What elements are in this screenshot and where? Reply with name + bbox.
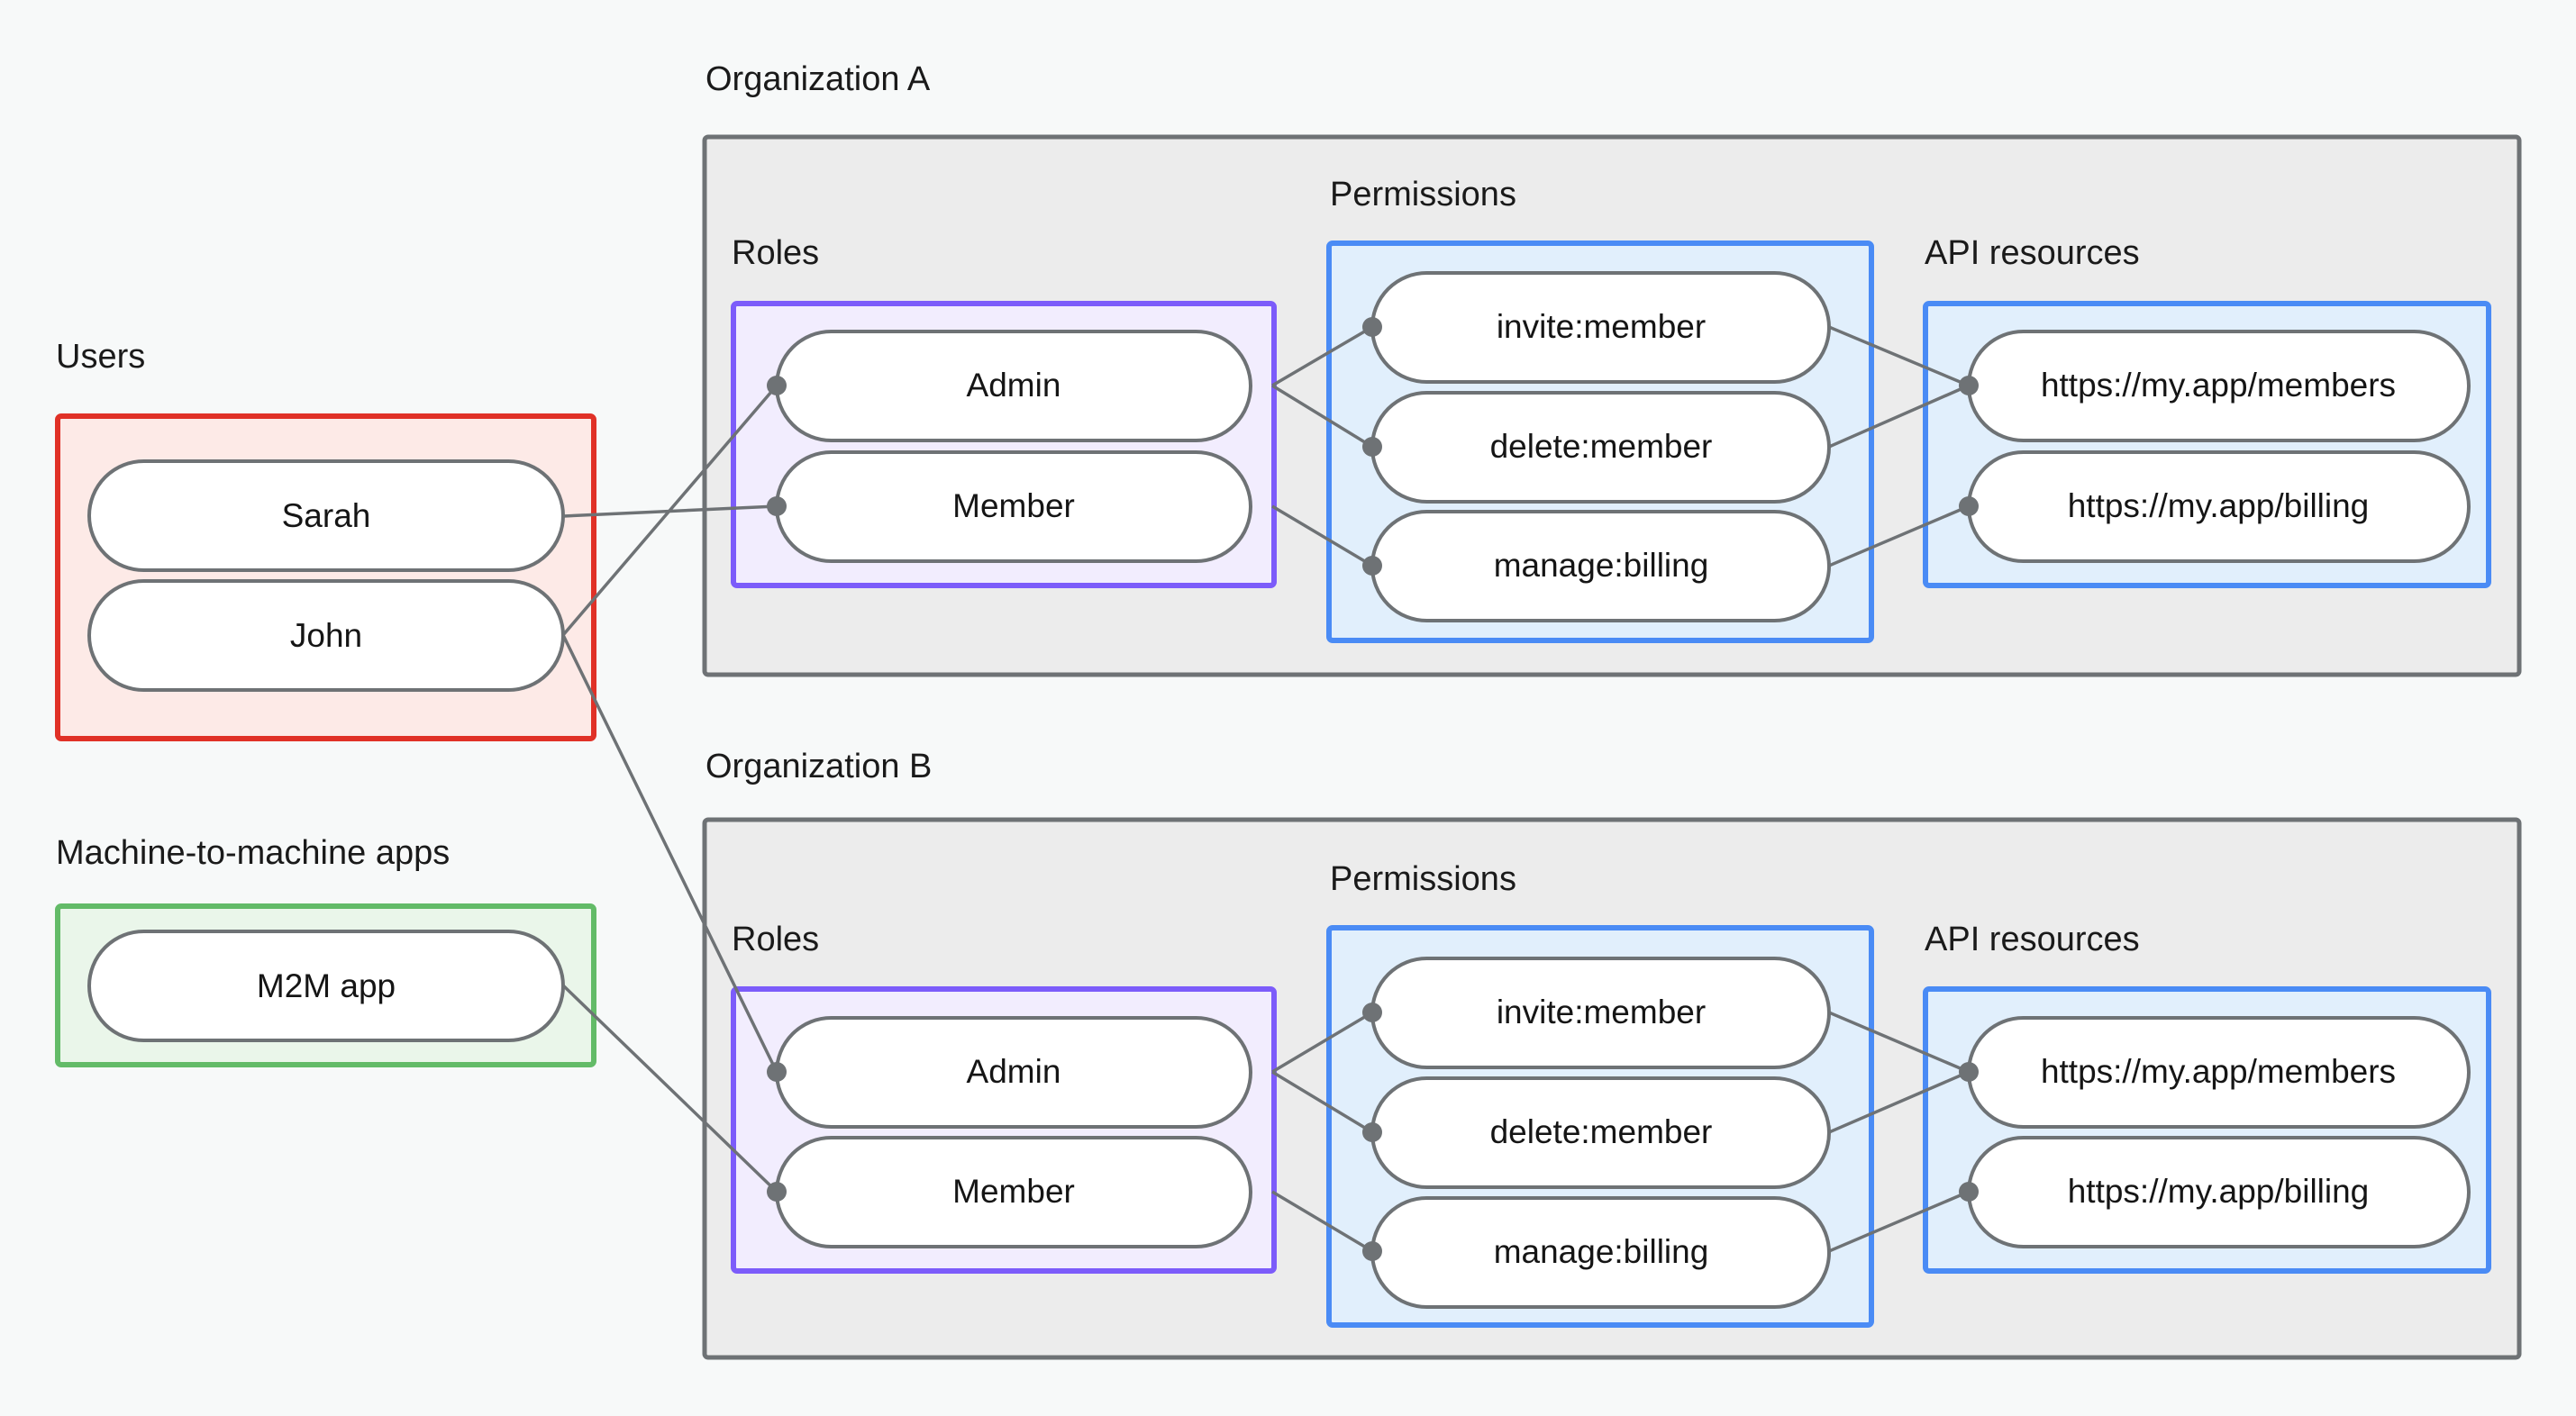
edge-john-to-org-b-admin (561, 634, 778, 1073)
org-b-role-member[interactable]: Member (775, 1136, 1252, 1248)
org-a-permission-invite-member-label: invite:member (1497, 308, 1706, 345)
org-b-permission-manage-billing-label: manage:billing (1494, 1233, 1709, 1270)
edge-org-a-admin-to-invite (1271, 325, 1373, 387)
org-a-role-member-label: Member (952, 487, 1075, 524)
edge-org-a-manage-to-billing (1828, 504, 1970, 567)
edge-layer (561, 325, 1970, 1253)
org-a-permission-manage-billing-label: manage:billing (1494, 547, 1709, 584)
edge-org-a-invite-to-members (1828, 325, 1970, 387)
m2m-node-app[interactable]: M2M app (87, 930, 565, 1042)
edge-org-b-admin-to-delete (1271, 1070, 1373, 1134)
org-b-role-admin[interactable]: Admin (775, 1016, 1252, 1129)
edge-dot-org-b-admin (767, 1062, 787, 1082)
edge-dot-org-b-manage (1362, 1241, 1382, 1261)
edge-org-b-admin-to-invite (1271, 1011, 1373, 1074)
m2m-node-app-label: M2M app (257, 967, 396, 1004)
edge-dot-org-a-api-billing (1959, 496, 1979, 516)
org-b-permission-invite-member-label: invite:member (1497, 994, 1706, 1030)
edge-dot-org-b-invite (1362, 1003, 1382, 1022)
user-node-john-label: John (290, 617, 362, 654)
org-a-roles-label: Roles (732, 234, 819, 272)
org-a-permission-manage-billing[interactable]: manage:billing (1370, 510, 1831, 622)
org-a-permission-delete-member-label: delete:member (1490, 428, 1713, 465)
org-a-api-resource-billing[interactable]: https://my.app/billing (1967, 450, 2471, 563)
edge-dot-org-b-api-members (1959, 1062, 1979, 1082)
org-b-roles-label: Roles (732, 921, 819, 958)
edge-dot-org-b-member (767, 1182, 787, 1202)
org-a-role-admin-label: Admin (967, 367, 1061, 404)
edge-m2m-to-org-b-member (561, 984, 778, 1194)
org-a-role-member[interactable]: Member (775, 450, 1252, 563)
edge-org-b-member-to-manage (1271, 1190, 1373, 1253)
org-b-api-resource-members[interactable]: https://my.app/members (1967, 1016, 2471, 1129)
edge-dot-org-b-api-billing (1959, 1182, 1979, 1202)
users-label: Users (56, 338, 145, 376)
edge-dot-org-a-manage (1362, 556, 1382, 576)
org-b-permissions-label: Permissions (1330, 860, 1516, 898)
org-a-role-admin[interactable]: Admin (775, 330, 1252, 442)
org-a-permission-delete-member[interactable]: delete:member (1370, 391, 1831, 504)
org-b-permission-invite-member[interactable]: invite:member (1370, 957, 1831, 1069)
edge-endpoint-dots (767, 317, 1979, 1261)
org-b-api-label: API resources (1925, 921, 2140, 958)
edge-org-b-invite-to-members (1828, 1011, 1970, 1074)
org-b-permission-delete-member-label: delete:member (1490, 1113, 1713, 1150)
edge-dot-org-a-delete (1362, 437, 1382, 457)
edge-org-a-admin-to-delete (1271, 384, 1373, 449)
edge-john-to-org-a-admin (561, 384, 778, 637)
edge-org-a-member-to-manage (1271, 504, 1373, 567)
edge-dot-org-b-delete (1362, 1122, 1382, 1142)
user-node-sarah[interactable]: Sarah (87, 459, 565, 572)
edge-org-a-delete-to-members (1828, 384, 1970, 449)
org-a-api-resource-members[interactable]: https://my.app/members (1967, 330, 2471, 442)
user-node-sarah-label: Sarah (282, 497, 371, 534)
org-a-permission-invite-member[interactable]: invite:member (1370, 271, 1831, 384)
organization-a-label: Organization A (705, 60, 931, 98)
edge-org-b-delete-to-members (1828, 1070, 1970, 1134)
edge-dot-org-a-api-members (1959, 376, 1979, 395)
org-a-api-resource-members-label: https://my.app/members (2041, 367, 2396, 404)
edge-dot-org-a-member (767, 496, 787, 516)
org-a-api-label: API resources (1925, 234, 2140, 272)
org-b-api-resource-members-label: https://my.app/members (2041, 1053, 2396, 1090)
edge-org-b-manage-to-billing (1828, 1190, 1970, 1253)
user-node-john[interactable]: John (87, 579, 565, 692)
m2m-label: Machine-to-machine apps (56, 834, 450, 872)
org-b-permission-manage-billing[interactable]: manage:billing (1370, 1196, 1831, 1309)
edge-dot-org-a-invite (1362, 317, 1382, 337)
org-a-permissions-label: Permissions (1330, 176, 1516, 213)
edge-dot-org-a-admin (767, 376, 787, 395)
org-b-api-resource-billing[interactable]: https://my.app/billing (1967, 1136, 2471, 1248)
org-b-api-resource-billing-label: https://my.app/billing (2068, 1173, 2370, 1210)
org-a-api-resource-billing-label: https://my.app/billing (2068, 487, 2370, 524)
org-b-role-admin-label: Admin (967, 1053, 1061, 1090)
org-b-permission-delete-member[interactable]: delete:member (1370, 1076, 1831, 1189)
organization-b-label: Organization B (705, 748, 932, 785)
org-b-role-member-label: Member (952, 1173, 1075, 1210)
